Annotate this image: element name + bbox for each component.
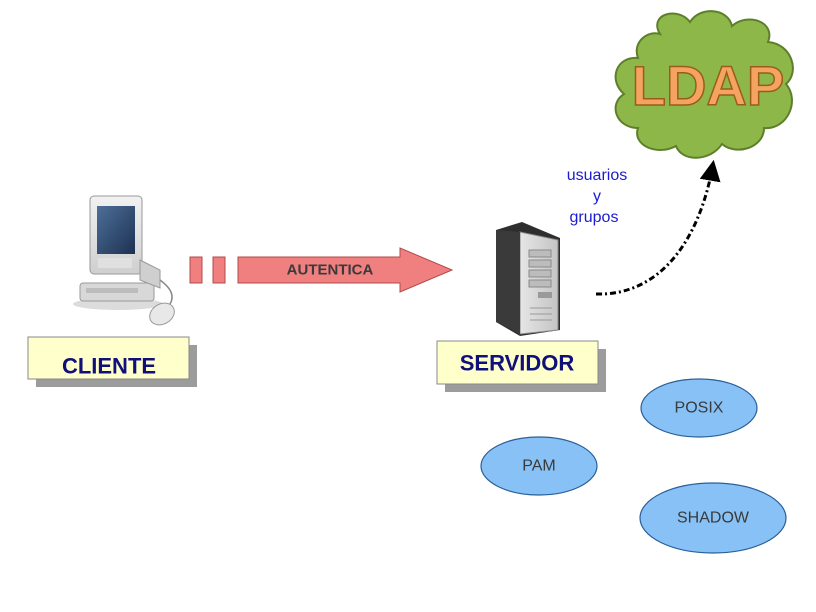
note-line-groups: grupos: [570, 209, 619, 226]
ldap-label: LDAP: [632, 54, 784, 117]
shadow-label: SHADOW: [677, 510, 750, 527]
arrow-tail-dash-1: [189, 256, 203, 284]
server-label-box: SERVIDOR: [436, 340, 606, 392]
client-label-box: CLIENTE: [27, 336, 197, 387]
sync-arrow: [595, 159, 721, 296]
note-line-users: usuarios: [567, 167, 627, 184]
desktop-computer-icon: [73, 195, 175, 326]
note-line-and: y: [593, 188, 601, 205]
users-groups-note: usuarios y grupos: [567, 167, 627, 226]
module-shadow: SHADOW: [639, 482, 787, 554]
server-tower-icon: [496, 222, 560, 336]
authenticate-arrow: AUTENTICA: [189, 247, 454, 293]
posix-label: POSIX: [675, 400, 724, 417]
pam-label: PAM: [522, 458, 555, 475]
module-posix: POSIX: [640, 378, 758, 438]
arrow-label: AUTENTICA: [287, 262, 374, 279]
ldap-cloud: LDAP: [614, 10, 794, 159]
arrow-body: [237, 247, 454, 293]
cloud-shape: [614, 10, 794, 159]
server-label: SERVIDOR: [460, 351, 575, 376]
client-label: CLIENTE: [62, 354, 156, 379]
arrow-tail-dash-2: [212, 256, 226, 284]
module-pam: PAM: [480, 436, 598, 496]
